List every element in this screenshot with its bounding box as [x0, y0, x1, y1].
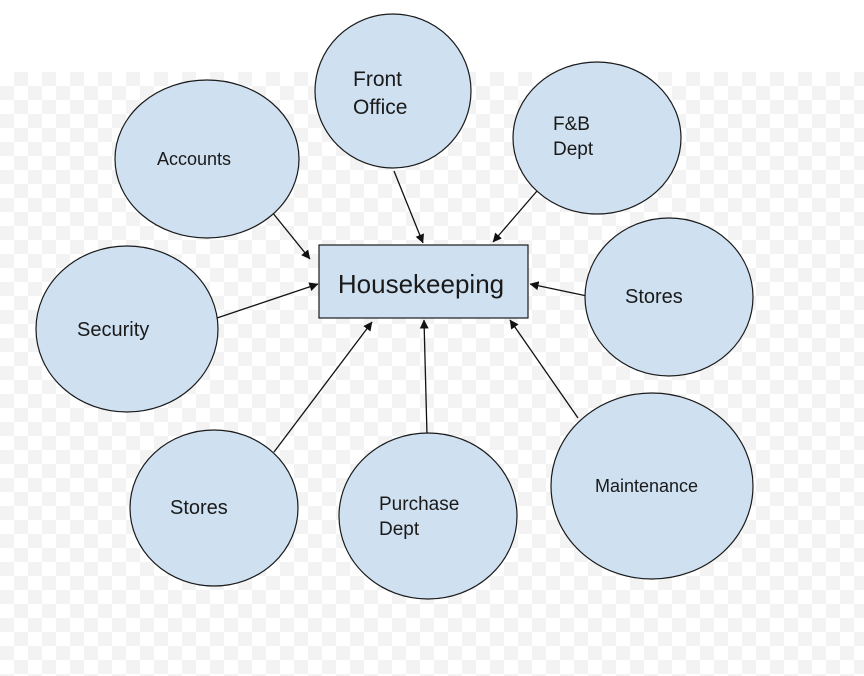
stores-left-label: Stores [170, 497, 228, 519]
front-office-ellipse [314, 13, 472, 169]
edge-stores-left-to-housekeeping [273, 321, 373, 453]
front-office-label: Front Office [353, 68, 408, 119]
accounts-label: Accounts [157, 149, 231, 169]
fb-dept-label-line-2: Dept [553, 139, 594, 160]
security-node[interactable]: Security [35, 245, 219, 413]
edge-security-to-housekeeping [216, 282, 319, 319]
accounts-ellipse [114, 79, 300, 239]
stores-right-ellipse [584, 217, 754, 377]
stores-right-node[interactable]: Stores [584, 217, 754, 377]
housekeeping-box [318, 244, 529, 319]
maintenance-label: Maintenance [595, 476, 698, 496]
housekeeping-label: Housekeeping [338, 269, 504, 299]
stores-right-label-line-1: Stores [625, 286, 683, 308]
fb-dept-ellipse [512, 61, 682, 215]
edge-maintenance-to-housekeeping [509, 319, 579, 419]
edges-layer [216, 170, 588, 453]
front-office-label-line-1: Front [353, 68, 402, 91]
accounts-node[interactable]: Accounts [114, 79, 300, 239]
maintenance-ellipse [550, 392, 754, 580]
fb-dept-label-line-1: F&B [553, 114, 590, 135]
purchase-dept-ellipse [338, 432, 518, 600]
purchase-dept-node[interactable]: Purchase Dept [338, 432, 518, 600]
maintenance-node[interactable]: Maintenance [550, 392, 754, 580]
housekeeping-node[interactable]: Housekeeping [318, 244, 529, 319]
purchase-dept-label-line-1: Purchase [379, 494, 459, 515]
fb-dept-label: F&B Dept [553, 114, 595, 160]
stores-right-label: Stores [625, 286, 683, 308]
security-ellipse [35, 245, 219, 413]
edge-purchase-dept-to-housekeeping [419, 319, 429, 436]
security-label-line-1: Security [77, 319, 149, 341]
edge-front-office-to-housekeeping [393, 170, 424, 244]
stores-left-node[interactable]: Stores [129, 429, 299, 587]
purchase-dept-label-line-2: Dept [379, 519, 420, 540]
accounts-label-line-1: Accounts [157, 149, 231, 169]
stores-left-label-line-1: Stores [170, 497, 228, 519]
stores-left-ellipse [129, 429, 299, 587]
edge-stores-right-to-housekeeping [529, 281, 588, 297]
front-office-node[interactable]: Front Office [314, 13, 472, 169]
maintenance-label-line-1: Maintenance [595, 476, 698, 496]
purchase-dept-label: Purchase Dept [379, 494, 465, 540]
edge-fb-dept-to-housekeeping [492, 190, 538, 243]
edge-accounts-to-housekeeping [271, 211, 311, 260]
fb-dept-node[interactable]: F&B Dept [512, 61, 682, 215]
security-label: Security [77, 319, 149, 341]
front-office-label-line-2: Office [353, 96, 407, 119]
